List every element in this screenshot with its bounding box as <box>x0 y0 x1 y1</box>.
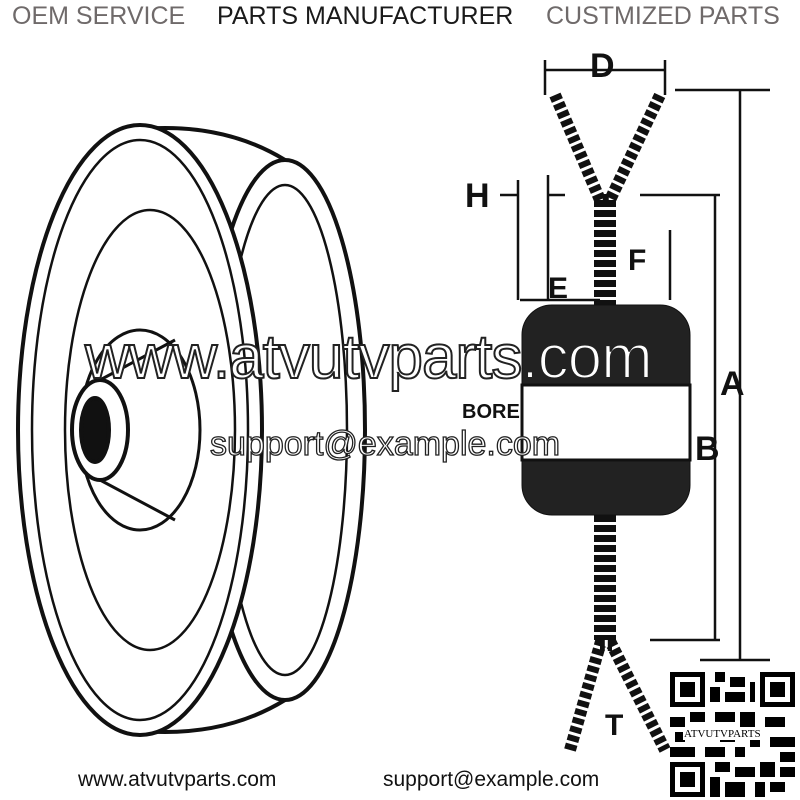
header-customized-parts: CUSTMIZED PARTS <box>546 2 780 30</box>
footer-email: support@example.com <box>383 768 600 791</box>
header-oem-service: OEM SERVICE <box>12 2 186 30</box>
pulley-drawing <box>16 123 367 737</box>
label-t: T <box>605 709 623 742</box>
label-e: E <box>548 272 568 305</box>
watermark-site: www.atvutvparts.com <box>84 322 654 393</box>
qr-label: ATVUTVPARTS <box>683 728 762 740</box>
label-h: H <box>465 177 490 215</box>
label-bore: BORE <box>462 401 520 423</box>
label-b: B <box>695 430 720 468</box>
footer-site: www.atvutvparts.com <box>78 768 277 791</box>
header-parts-manufacturer: PARTS MANUFACTURER <box>217 2 514 30</box>
label-f: F <box>628 244 646 277</box>
watermark-email: support@example.com <box>209 424 561 463</box>
label-a: A <box>720 365 745 403</box>
label-d: D <box>590 47 615 85</box>
cross-section <box>500 60 770 753</box>
